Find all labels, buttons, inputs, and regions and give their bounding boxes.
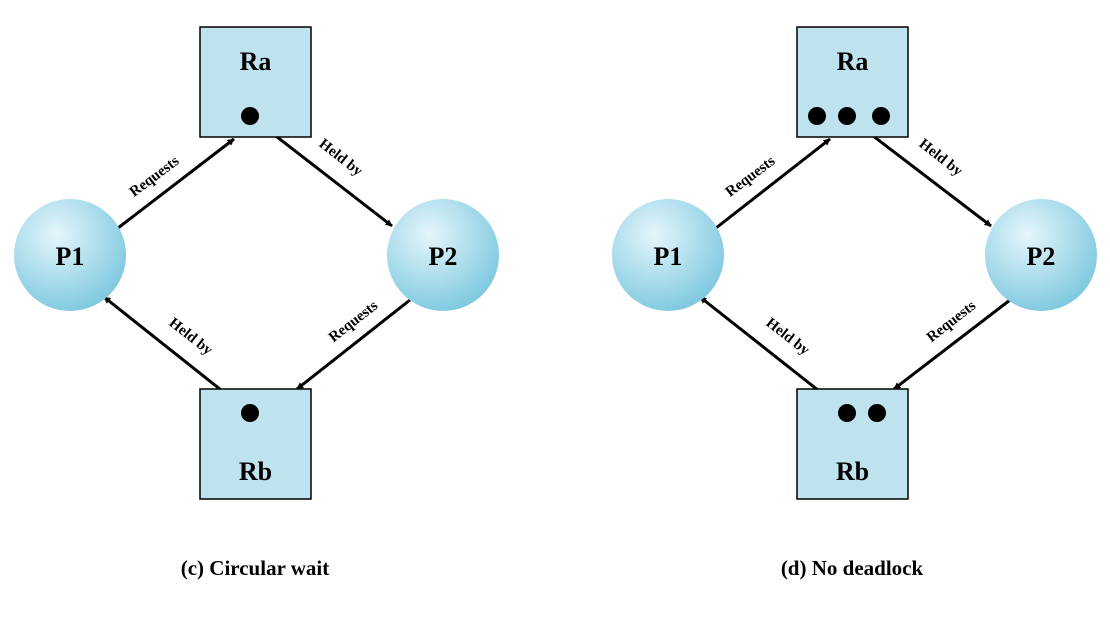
process-p1-label: P1 <box>654 242 683 271</box>
resource-instance-dot <box>808 107 826 125</box>
resource-ra: Ra <box>796 26 909 138</box>
caption-no-deadlock: (d) No deadlock <box>781 556 924 580</box>
resource-instance-dot <box>241 404 259 422</box>
resource-instance-dot <box>838 404 856 422</box>
process-p2: P2 <box>985 199 1097 311</box>
edge-label-requests: Requests <box>924 298 979 346</box>
resource-rb-label: Rb <box>239 457 272 486</box>
resource-instance-dot <box>241 107 259 125</box>
process-p1: P1 <box>14 199 126 311</box>
edge-p1-requests-ra <box>117 137 235 230</box>
edge-label-requests: Requests <box>127 153 183 200</box>
diagram-no-deadlock: Ra Rb P1 P2 Requests Held by Requests He… <box>612 26 1097 580</box>
edge-label-requests: Requests <box>723 153 779 200</box>
process-p1-label: P1 <box>56 242 85 271</box>
process-p2-label: P2 <box>1027 242 1056 271</box>
diagram-circular-wait: Ra Rb P1 P2 Requests Held by Requests He… <box>14 26 499 580</box>
resource-ra: Ra <box>199 26 312 138</box>
resource-instance-dot <box>872 107 890 125</box>
edge-p1-requests-ra <box>715 137 831 230</box>
caption-circular-wait: (c) Circular wait <box>181 556 330 580</box>
resource-instance-dot <box>868 404 886 422</box>
resource-rb-label: Rb <box>836 457 869 486</box>
resource-instance-dot <box>838 107 856 125</box>
edge-p2-requests-rb <box>296 298 411 391</box>
resource-ra-label: Ra <box>240 47 272 76</box>
process-p1: P1 <box>612 199 724 311</box>
resource-rb: Rb <box>199 388 312 500</box>
resource-rb: Rb <box>796 388 909 500</box>
process-p2: P2 <box>387 199 499 311</box>
resource-ra-label: Ra <box>837 47 869 76</box>
edge-label-requests: Requests <box>326 298 381 346</box>
edge-p2-requests-rb <box>893 298 1011 391</box>
process-p2-label: P2 <box>429 242 458 271</box>
